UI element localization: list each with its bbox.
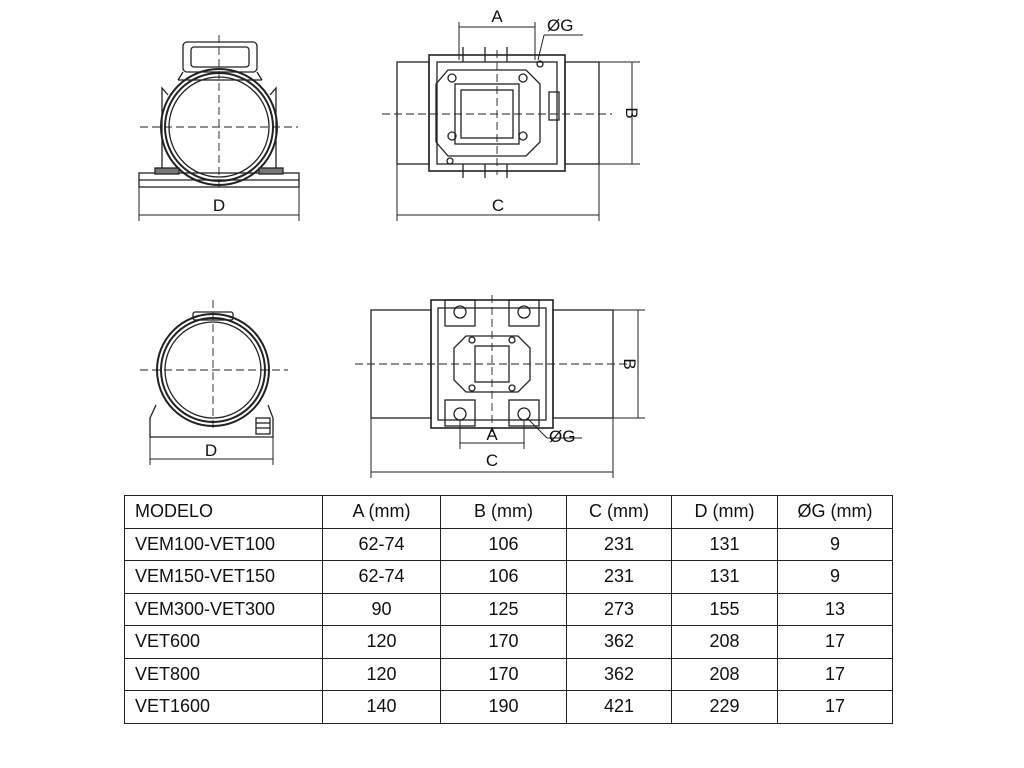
- cell-d: 131: [671, 560, 778, 594]
- cell-model: VET1600: [124, 690, 323, 724]
- table-row: VET600 120 170 362 208 17: [124, 625, 893, 659]
- cell-g: 9: [777, 527, 893, 561]
- cell-d: 229: [671, 690, 778, 724]
- header-g: ØG (mm): [777, 495, 893, 529]
- cell-a: 120: [322, 657, 441, 691]
- header-d: D (mm): [671, 495, 778, 529]
- cell-g: 17: [777, 625, 893, 659]
- cell-a: 90: [322, 592, 441, 626]
- cell-c: 231: [566, 527, 672, 561]
- top-side-view: A ØG B C: [382, 7, 641, 221]
- cell-d: 131: [671, 527, 778, 561]
- header-c: C (mm): [566, 495, 672, 529]
- cell-b: 170: [440, 657, 567, 691]
- bottom-front-dim-d: D: [205, 441, 217, 460]
- table-row: VET1600 140 190 421 229 17: [124, 690, 893, 724]
- cell-model: VEM100-VET100: [124, 527, 323, 561]
- bottom-side-dim-b: B: [620, 358, 639, 369]
- cell-model: VEM150-VET150: [124, 560, 323, 594]
- cell-a: 62-74: [322, 527, 441, 561]
- dimensions-table: MODELO A (mm) B (mm) C (mm) D (mm) ØG (m…: [124, 495, 893, 724]
- technical-drawing: D A: [138, 7, 645, 478]
- top-side-dim-b: B: [622, 107, 641, 118]
- table-row: VEM150-VET150 62-74 106 231 131 9: [124, 560, 893, 594]
- cell-model: VEM300-VET300: [124, 592, 323, 626]
- bottom-side-view: A ØG B C: [355, 295, 645, 478]
- cell-c: 421: [566, 690, 672, 724]
- cell-b: 106: [440, 560, 567, 594]
- header-b: B (mm): [440, 495, 567, 529]
- cell-model: VET600: [124, 625, 323, 659]
- cell-d: 208: [671, 625, 778, 659]
- bottom-side-dim-a: A: [486, 425, 498, 444]
- table-row: VEM300-VET300 90 125 273 155 13: [124, 592, 893, 626]
- cell-g: 17: [777, 690, 893, 724]
- cell-c: 362: [566, 625, 672, 659]
- table-row: VEM100-VET100 62-74 106 231 131 9: [124, 527, 893, 561]
- cell-b: 190: [440, 690, 567, 724]
- cell-c: 273: [566, 592, 672, 626]
- cell-a: 140: [322, 690, 441, 724]
- top-front-dim-d: D: [213, 196, 225, 215]
- table-header-row: MODELO A (mm) B (mm) C (mm) D (mm) ØG (m…: [124, 495, 893, 529]
- cell-b: 170: [440, 625, 567, 659]
- bottom-side-dim-g: ØG: [549, 427, 575, 446]
- table-row: VET800 120 170 362 208 17: [124, 657, 893, 691]
- cell-g: 17: [777, 657, 893, 691]
- cell-a: 120: [322, 625, 441, 659]
- cell-a: 62-74: [322, 560, 441, 594]
- bottom-front-view: D: [140, 300, 288, 465]
- header-modelo: MODELO: [124, 495, 323, 529]
- cell-b: 125: [440, 592, 567, 626]
- top-side-dim-c: C: [492, 196, 504, 215]
- cell-c: 231: [566, 560, 672, 594]
- header-a: A (mm): [322, 495, 441, 529]
- cell-b: 106: [440, 527, 567, 561]
- cell-g: 13: [777, 592, 893, 626]
- top-side-dim-a: A: [491, 7, 503, 26]
- bottom-side-dim-c: C: [486, 451, 498, 470]
- top-side-dim-g: ØG: [547, 16, 573, 35]
- cell-c: 362: [566, 657, 672, 691]
- cell-d: 155: [671, 592, 778, 626]
- top-front-view: D: [138, 35, 300, 221]
- cell-g: 9: [777, 560, 893, 594]
- cell-d: 208: [671, 657, 778, 691]
- cell-model: VET800: [124, 657, 323, 691]
